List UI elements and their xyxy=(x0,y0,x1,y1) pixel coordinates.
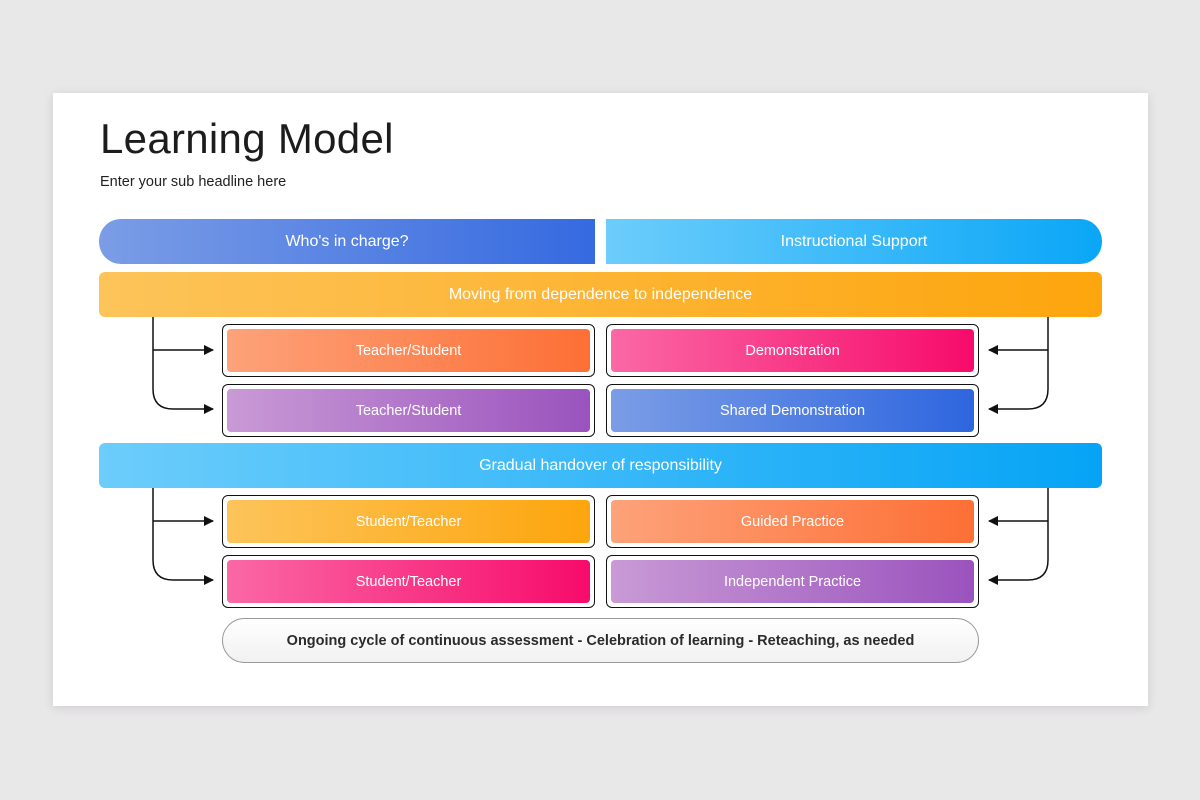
connector-left-2 xyxy=(152,488,214,585)
cell-label: Teacher/Student xyxy=(227,389,590,432)
cell-label: Shared Demonstration xyxy=(611,389,974,432)
page-title: Learning Model xyxy=(100,115,394,162)
connector-left-1 xyxy=(152,317,214,414)
cell-label: Independent Practice xyxy=(611,560,974,603)
header-whos-in-charge: Who's in charge? xyxy=(99,219,595,264)
cell-label: Demonstration xyxy=(611,329,974,372)
cell-row3-left: Student/Teacher xyxy=(222,495,595,548)
footer-assessment-cycle: Ongoing cycle of continuous assessment -… xyxy=(222,618,979,663)
page-subtitle: Enter your sub headline here xyxy=(100,174,287,190)
band-gradual-handover: Gradual handover of responsibility xyxy=(99,443,1102,488)
cell-row2-left: Teacher/Student xyxy=(222,384,595,437)
cell-label: Student/Teacher xyxy=(227,560,590,603)
cell-label: Teacher/Student xyxy=(227,329,590,372)
slide: Learning Model Enter your sub headline h… xyxy=(53,93,1148,706)
cell-label: Guided Practice xyxy=(611,500,974,543)
connector-arrows xyxy=(152,317,1049,585)
connector-right-2 xyxy=(988,488,1049,585)
connector-right-1 xyxy=(988,317,1049,414)
cell-row1-left: Teacher/Student xyxy=(222,324,595,377)
cell-row2-right: Shared Demonstration xyxy=(606,384,979,437)
cell-row4-left: Student/Teacher xyxy=(222,555,595,608)
cell-row3-right: Guided Practice xyxy=(606,495,979,548)
header-instructional-support: Instructional Support xyxy=(606,219,1102,264)
band-dependence-to-independence: Moving from dependence to independence xyxy=(99,272,1102,317)
cell-row1-right: Demonstration xyxy=(606,324,979,377)
cell-row4-right: Independent Practice xyxy=(606,555,979,608)
cell-label: Student/Teacher xyxy=(227,500,590,543)
